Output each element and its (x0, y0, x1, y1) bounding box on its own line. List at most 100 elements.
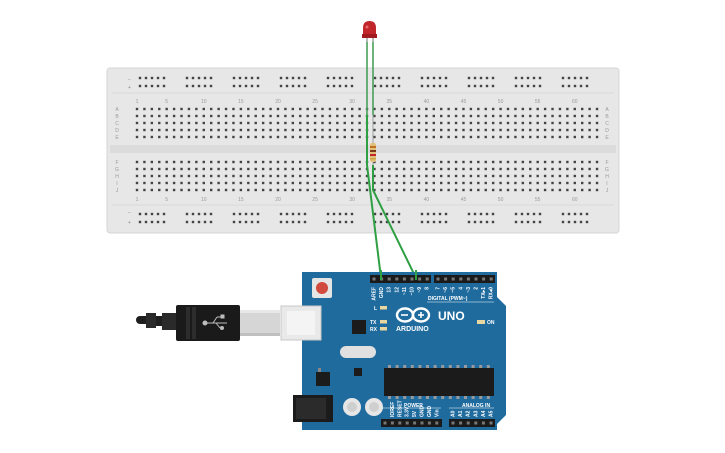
breadboard-hole[interactable] (454, 188, 458, 192)
breadboard-hole[interactable] (373, 188, 376, 192)
rail-hole[interactable] (297, 84, 301, 88)
breadboard-hole[interactable] (410, 181, 413, 185)
breadboard-hole[interactable] (299, 135, 302, 139)
rail-hole[interactable] (444, 76, 448, 80)
breadboard-hole[interactable] (581, 121, 584, 125)
breadboard-hole[interactable] (447, 188, 450, 192)
rail-hole[interactable] (350, 220, 354, 224)
rail-hole[interactable] (373, 84, 377, 88)
breadboard-hole[interactable] (410, 188, 413, 192)
rail-hole[interactable] (426, 84, 430, 88)
rail-hole[interactable] (567, 220, 571, 224)
rail-hole[interactable] (256, 212, 260, 216)
rail-hole[interactable] (379, 76, 383, 80)
breadboard-hole[interactable] (172, 174, 176, 178)
breadboard-hole[interactable] (143, 167, 146, 171)
breadboard-hole[interactable] (150, 128, 154, 132)
breadboard-hole[interactable] (447, 174, 450, 178)
breadboard-hole[interactable] (543, 114, 547, 118)
pin-hole[interactable] (489, 277, 493, 281)
rail-hole[interactable] (238, 212, 242, 216)
breadboard-hole[interactable] (180, 121, 183, 125)
breadboard-hole[interactable] (254, 128, 257, 132)
breadboard-hole[interactable] (261, 167, 265, 171)
breadboard-hole[interactable] (440, 167, 443, 171)
breadboard-hole[interactable] (402, 174, 406, 178)
breadboard-hole[interactable] (195, 188, 198, 192)
breadboard-hole[interactable] (358, 160, 361, 164)
rail-hole[interactable] (144, 220, 148, 224)
breadboard-hole[interactable] (529, 114, 532, 118)
breadboard-hole[interactable] (506, 181, 510, 185)
breadboard-hole[interactable] (195, 160, 198, 164)
breadboard-hole[interactable] (336, 135, 339, 139)
breadboard-hole[interactable] (254, 174, 257, 178)
rail-hole[interactable] (579, 84, 583, 88)
breadboard-hole[interactable] (395, 188, 398, 192)
rail-hole[interactable] (479, 220, 483, 224)
pin-hole[interactable] (427, 421, 431, 425)
breadboard-hole[interactable] (217, 174, 220, 178)
rail-hole[interactable] (256, 84, 260, 88)
breadboard-hole[interactable] (328, 128, 332, 132)
header-digital-low[interactable] (434, 275, 495, 283)
breadboard-hole[interactable] (388, 167, 391, 171)
breadboard-hole[interactable] (150, 167, 154, 171)
breadboard-hole[interactable] (217, 128, 220, 132)
breadboard-hole[interactable] (432, 128, 435, 132)
breadboard-hole[interactable] (573, 188, 576, 192)
breadboard-hole[interactable] (581, 174, 584, 178)
rail-hole[interactable] (444, 220, 448, 224)
breadboard-hole[interactable] (306, 181, 309, 185)
breadboard-hole[interactable] (187, 188, 191, 192)
breadboard-hole[interactable] (232, 174, 235, 178)
breadboard-hole[interactable] (239, 160, 243, 164)
breadboard-hole[interactable] (336, 160, 339, 164)
breadboard-hole[interactable] (247, 107, 250, 111)
breadboard-hole[interactable] (417, 188, 421, 192)
rail-hole[interactable] (250, 220, 254, 224)
breadboard-hole[interactable] (276, 160, 280, 164)
rail-hole[interactable] (473, 220, 477, 224)
breadboard-hole[interactable] (224, 121, 228, 125)
breadboard-hole[interactable] (254, 160, 257, 164)
breadboard-hole[interactable] (514, 121, 517, 125)
rail-hole[interactable] (561, 212, 565, 216)
breadboard-hole[interactable] (306, 160, 309, 164)
rail-hole[interactable] (203, 76, 207, 80)
breadboard-hole[interactable] (440, 114, 443, 118)
breadboard-hole[interactable] (239, 121, 243, 125)
breadboard-hole[interactable] (388, 128, 391, 132)
rail-hole[interactable] (326, 76, 330, 80)
pin-hole[interactable] (474, 277, 478, 281)
breadboard-hole[interactable] (165, 174, 168, 178)
rail-hole[interactable] (326, 84, 330, 88)
breadboard-hole[interactable] (566, 188, 569, 192)
breadboard-hole[interactable] (417, 128, 421, 132)
breadboard-hole[interactable] (284, 160, 287, 164)
breadboard-hole[interactable] (350, 107, 354, 111)
rail-hole[interactable] (279, 212, 283, 216)
rail-hole[interactable] (538, 76, 542, 80)
breadboard-hole[interactable] (210, 107, 213, 111)
breadboard-hole[interactable] (299, 181, 302, 185)
breadboard-hole[interactable] (172, 114, 176, 118)
rail-hole[interactable] (332, 76, 336, 80)
breadboard-hole[interactable] (247, 135, 250, 139)
pin-hole[interactable] (387, 277, 391, 281)
breadboard-hole[interactable] (380, 135, 384, 139)
breadboard-hole[interactable] (150, 188, 154, 192)
breadboard-hole[interactable] (180, 128, 183, 132)
rail-hole[interactable] (238, 220, 242, 224)
breadboard-hole[interactable] (165, 121, 168, 125)
breadboard-hole[interactable] (269, 167, 272, 171)
breadboard-hole[interactable] (306, 107, 309, 111)
rail-hole[interactable] (350, 84, 354, 88)
breadboard-hole[interactable] (150, 114, 154, 118)
breadboard-hole[interactable] (469, 167, 473, 171)
breadboard-hole[interactable] (291, 188, 295, 192)
rail-hole[interactable] (485, 76, 489, 80)
breadboard-hole[interactable] (358, 188, 361, 192)
breadboard-hole[interactable] (454, 107, 458, 111)
